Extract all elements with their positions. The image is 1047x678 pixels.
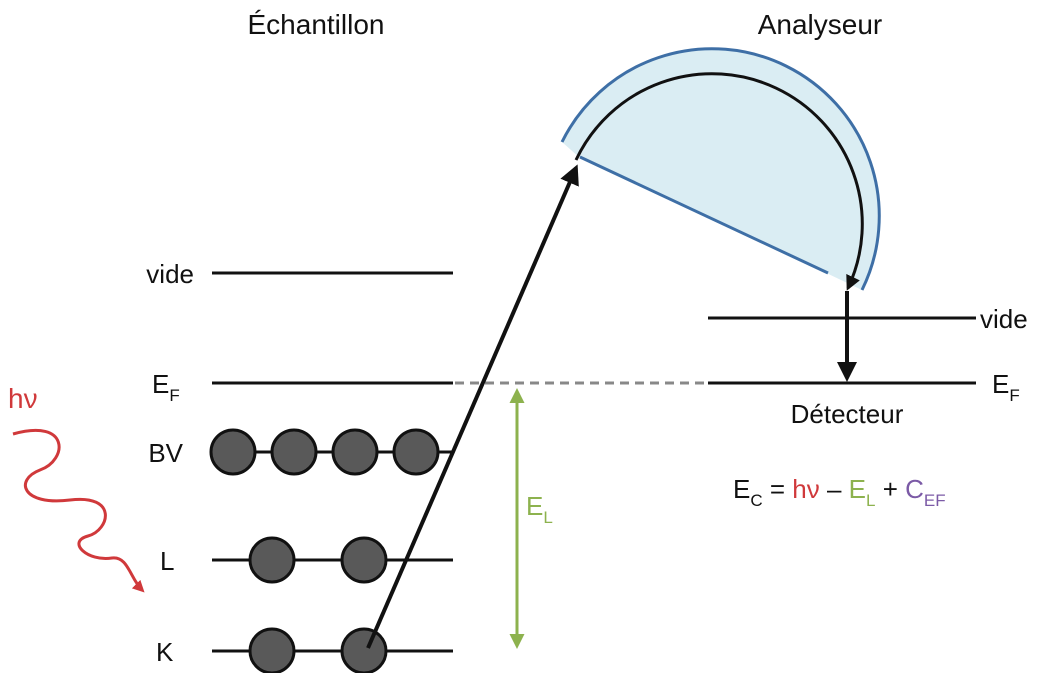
electron-bv-4 xyxy=(392,428,440,476)
electron-k-2 xyxy=(340,627,388,675)
sample-vacuum-label: vide xyxy=(146,259,194,289)
electron-bv-3 xyxy=(331,428,379,476)
electron-k-1 xyxy=(248,627,296,675)
electron-l-1 xyxy=(248,536,296,584)
sample-levels: vide EF BV L K xyxy=(146,259,453,667)
k-shell-label: K xyxy=(156,637,174,667)
electron-bv-2 xyxy=(270,428,318,476)
analyzer-body xyxy=(562,48,880,290)
electron-bv-1 xyxy=(209,428,257,476)
analyzer-vacuum-label: vide xyxy=(980,304,1028,334)
photoelectron-emission-arrow xyxy=(366,164,579,649)
photon: hν xyxy=(8,383,145,593)
photon-wave-arrow xyxy=(12,428,145,593)
binding-energy: EL xyxy=(509,388,553,649)
analyzer-fermi-label: EF xyxy=(992,369,1020,405)
electron-trajectory xyxy=(574,72,864,291)
binding-energy-label: EL xyxy=(526,491,553,527)
l-shell-label: L xyxy=(160,546,174,576)
electrons xyxy=(209,428,440,675)
electron-l-2 xyxy=(340,536,388,584)
valence-band-label: BV xyxy=(148,438,183,468)
analyzer-base-edge xyxy=(579,155,829,275)
kinetic-energy-equation: EC = hν – EL + CEF xyxy=(733,474,946,510)
photon-label: hν xyxy=(8,383,38,414)
hemispherical-analyzer xyxy=(560,47,881,291)
sample-fermi-label: EF xyxy=(152,369,180,405)
analyzer-levels: vide EF Détecteur xyxy=(708,291,1028,429)
sample-title: Échantillon xyxy=(248,9,385,40)
analyzer-title: Analyseur xyxy=(758,9,883,40)
analyzer-outer-edge xyxy=(560,47,881,291)
detector-label: Détecteur xyxy=(791,399,904,429)
